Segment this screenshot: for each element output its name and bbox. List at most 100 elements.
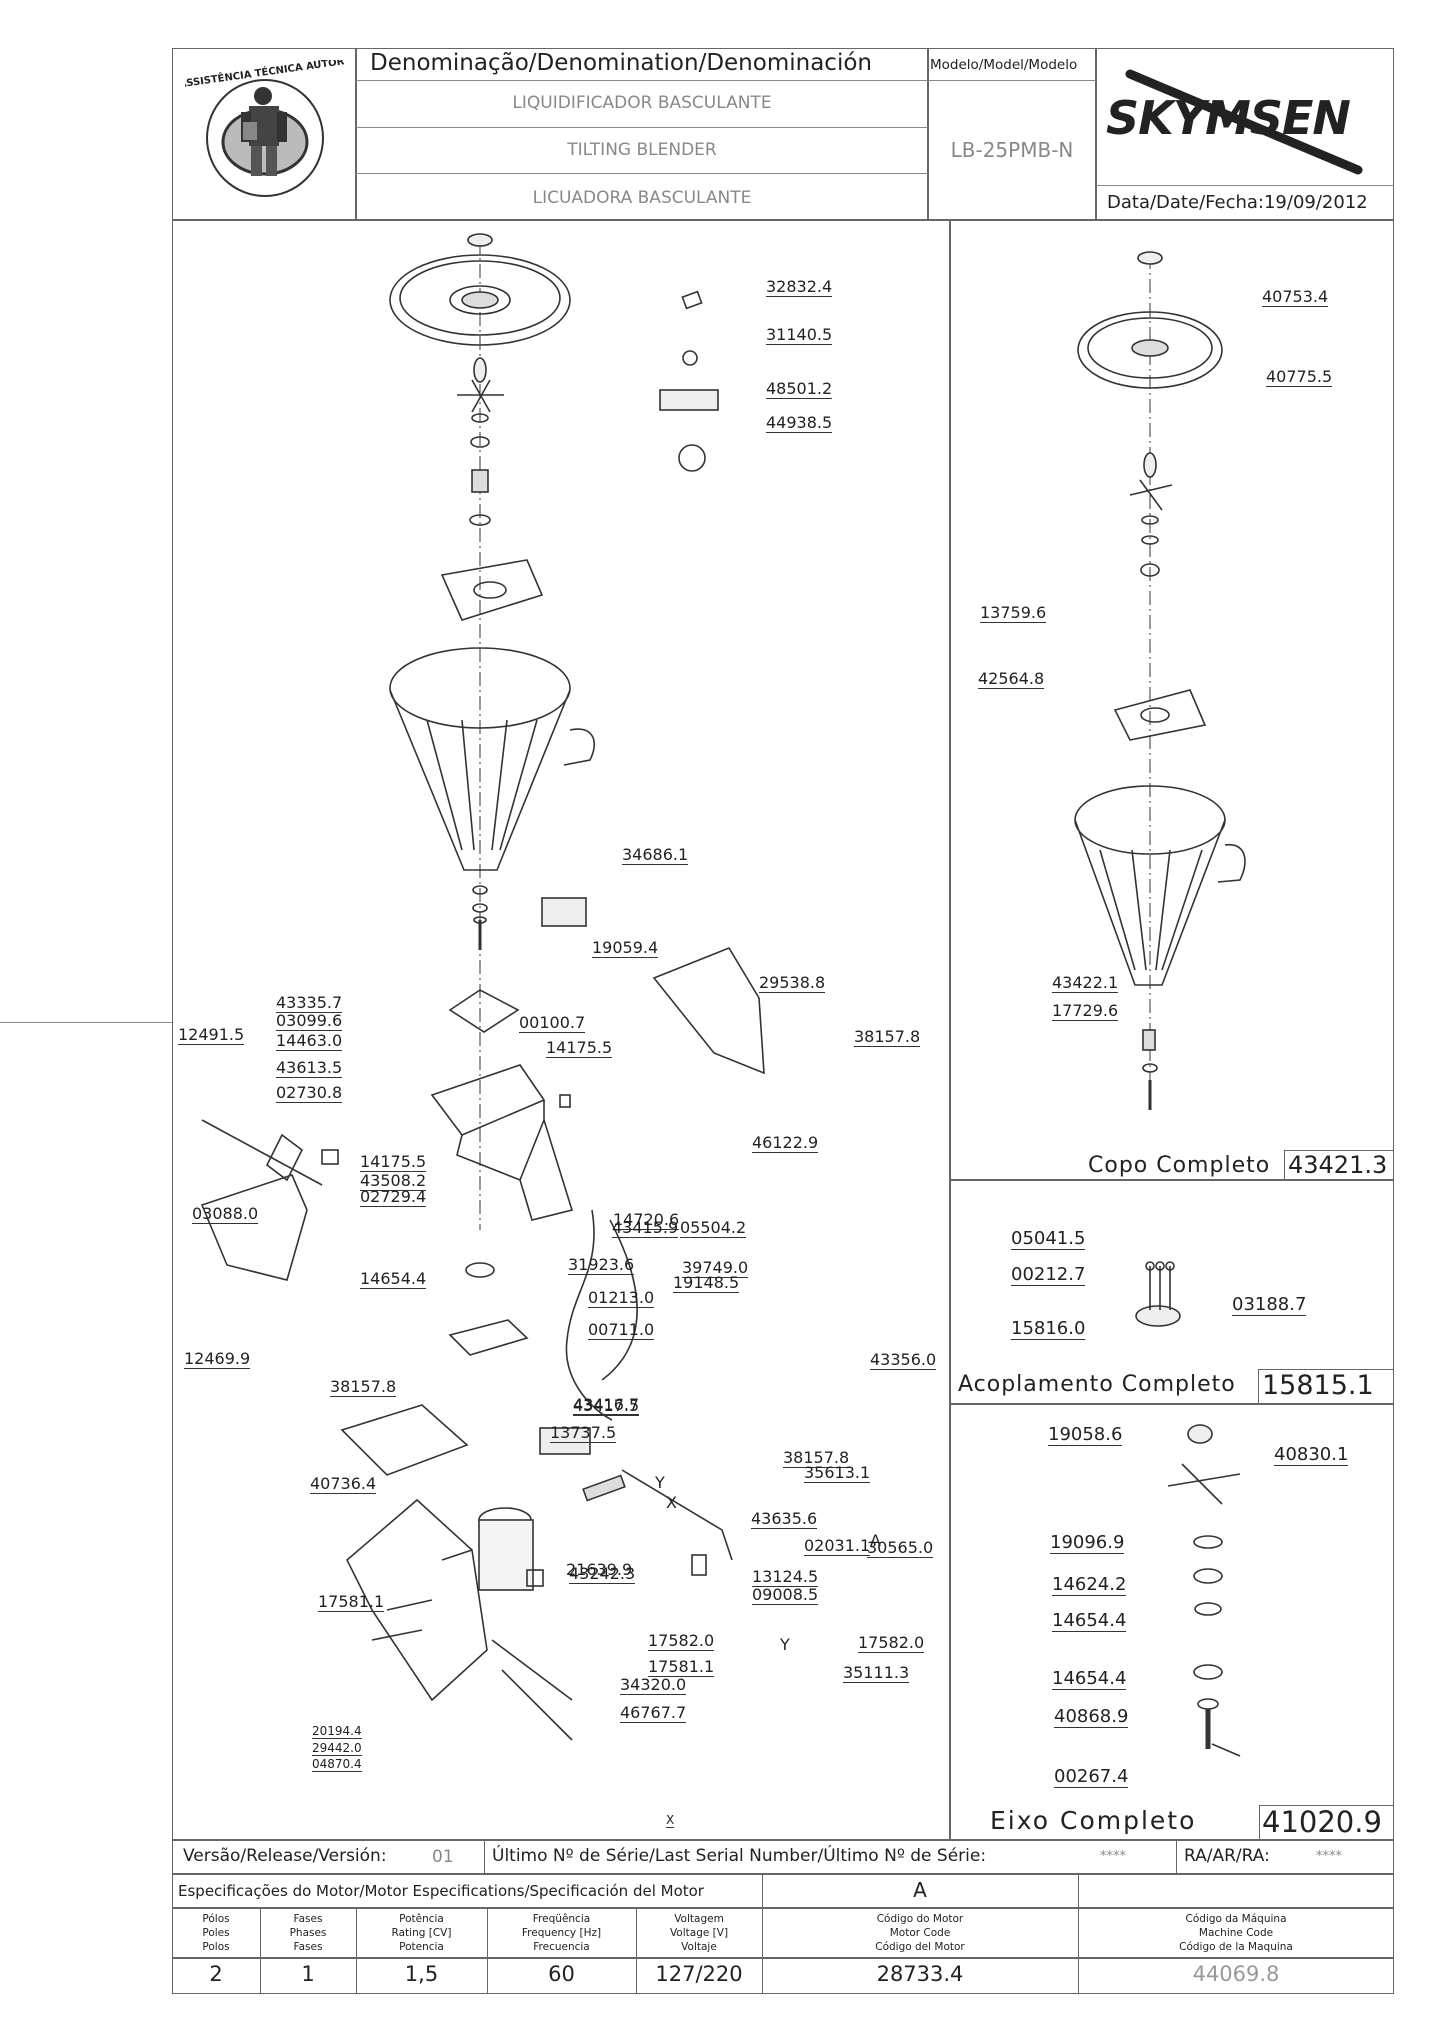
spec-column-divider [487,1908,488,1994]
main-part-label: 34686.1 [622,845,689,865]
spec-column-divider [1078,1908,1079,1994]
authorized-service-seal: ASSISTÊNCIA TÉCNICA AUTORIZADA [185,60,345,197]
acoplamento-part-label: 03188.7 [1232,1294,1307,1316]
copo-code: 43421.3 [1288,1151,1388,1179]
spec-column-value: 1,5 [404,1962,439,1986]
eixo-part-label: 40830.1 [1274,1444,1349,1466]
spec-column-value: 127/220 [655,1962,743,1986]
main-part-label: X [666,1813,675,1828]
date-row: Data/Date/Fecha:19/09/2012 [1107,192,1368,213]
main-part-label: 00711.0 [588,1320,655,1340]
ra-value: **** [1316,1849,1342,1864]
header-divider [356,173,928,174]
main-part-label: 09008.5 [752,1585,819,1605]
main-part-label: 14175.5 [360,1152,427,1172]
acoplamento-code: 15815.1 [1262,1370,1374,1401]
brand-name: SKYMSEN [1106,91,1350,145]
main-part-label: 20194.4 [312,1724,362,1739]
main-part-label: 38157.8 [330,1377,397,1397]
main-part-label: 17582.0 [648,1631,715,1651]
main-part-label: 17581.1 [318,1592,385,1612]
main-part-label: 35111.3 [843,1663,910,1683]
main-part-label: 13737.5 [550,1423,617,1443]
denomination-cell [356,48,928,220]
main-exploded-panel [172,220,950,1840]
main-part-label: 14463.0 [276,1031,343,1051]
header-divider [356,127,928,128]
main-part-label: 02031.1 [804,1536,871,1556]
spec-column-value: 44069.8 [1192,1962,1280,1986]
main-part-label: 34320.0 [620,1675,687,1695]
eixo-title: Eixo Completo [990,1806,1197,1835]
main-part-label: 44938.5 [766,413,833,433]
main-part-label: 43335.7 [276,993,343,1013]
eixo-part-label: 14654.4 [1052,1668,1127,1690]
main-part-label: 32832.4 [766,277,833,297]
motor-letter: A [913,1878,927,1902]
eixo-part-label: 14624.2 [1052,1574,1127,1596]
main-exploded-view [200,233,765,1741]
copo-panel [950,220,1394,1180]
main-part-label: 01213.0 [588,1288,655,1308]
main-part-label: 19148.5 [673,1273,740,1293]
motor-spec-row [172,1874,1394,1908]
copo-part-label: 43422.1 [1052,973,1119,993]
motor-spec-header-row [172,1908,1394,1958]
main-part-label: Y [655,1473,665,1492]
main-part-label: 14175.5 [546,1038,613,1058]
main-part-label: 48501.2 [766,379,833,399]
motor-spec-value-row [172,1958,1394,1994]
copo-drawing [1074,251,1246,1110]
main-part-label: 46122.9 [752,1133,819,1153]
acoplamento-part-label: 00212.7 [1011,1264,1086,1286]
main-part-label: 12469.9 [184,1349,251,1369]
version-label: Versão/Release/Versión: [183,1846,387,1866]
copo-title: Copo Completo [1088,1153,1271,1178]
main-part-label: 43508.2 [360,1171,427,1191]
copo-part-label: 40753.4 [1262,287,1329,307]
footer-divider [762,1874,763,1908]
main-part-label: 03088.0 [192,1204,259,1224]
main-part-label: 30565.0 [867,1538,934,1558]
copo-part-label: 13759.6 [980,603,1047,623]
main-part-label: X [666,1493,677,1512]
main-part-label: 17581.1 [648,1657,715,1677]
main-part-label: 43356.0 [870,1350,937,1370]
main-part-label: 35613.1 [804,1463,871,1483]
header-divider [928,80,1096,81]
copo-part-label: 40775.5 [1266,367,1333,387]
eixo-code: 41020.9 [1262,1805,1382,1839]
main-part-label: A [870,1531,881,1550]
main-part-label: 31140.5 [766,325,833,345]
main-part-label: 19059.4 [592,938,659,958]
eixo-part-label: 19096.9 [1050,1532,1125,1554]
ra-label: RA/AR/RA: [1184,1846,1270,1866]
left-margin-line [0,1022,172,1023]
footer-divider [1078,1874,1079,1908]
main-part-label: 43415.9 [612,1218,679,1238]
denomination-title: Denominação/Denomination/Denominación [370,50,872,76]
motor-spec-label: Especificações do Motor/Motor Especifica… [178,1882,704,1900]
model-number: LB-25PMB-N [950,138,1074,162]
eixo-part-label: 14654.4 [1052,1610,1127,1632]
copo-code-box [1284,1150,1394,1180]
main-part-label: 03099.6 [276,1011,343,1031]
footer-divider [1176,1840,1177,1874]
main-part-label: 02729.4 [360,1187,427,1207]
eixo-part-label: 00267.4 [1054,1766,1129,1788]
main-part-label: 43416.7 [573,1395,640,1415]
eixo-part-label: 40868.9 [1054,1706,1129,1728]
spec-column-value: 60 [548,1962,575,1986]
main-part-label: 17582.0 [858,1633,925,1653]
main-part-label: 38157.8 [783,1448,850,1468]
acoplamento-drawing [1135,1261,1181,1327]
skymsen-logo: SKYMSEN [1106,69,1363,175]
main-part-label: 05504.2 [680,1218,747,1238]
brand-cell [1096,48,1394,220]
